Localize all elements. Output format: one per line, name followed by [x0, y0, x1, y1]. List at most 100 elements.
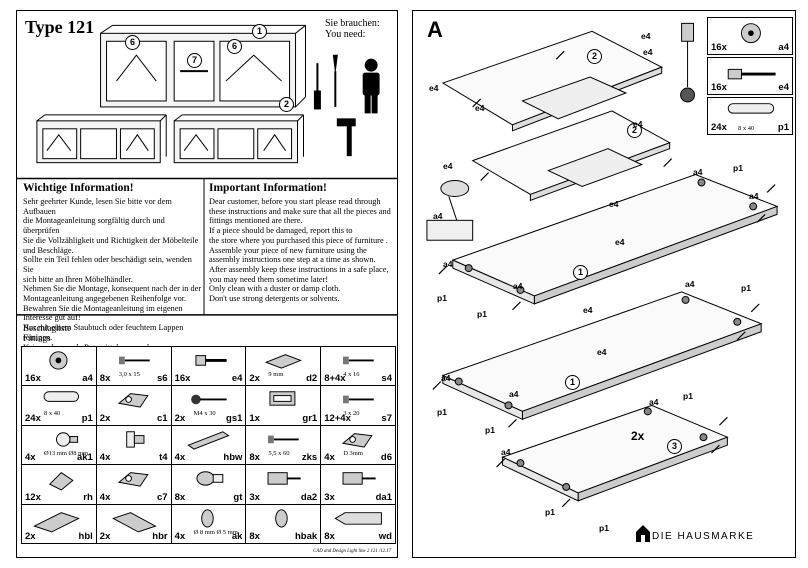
wall-plug-icon [275, 508, 289, 528]
info-line: If a piece should be damaged, report thi… [209, 226, 353, 236]
label-a4: a4 [501, 447, 511, 457]
label-p1: p1 [485, 425, 495, 435]
label-e4: e4 [609, 199, 619, 209]
fitting-dimension: Ø 8 mm Ø 5 mm [193, 528, 238, 536]
cam-bolt-icon [727, 68, 776, 80]
damper-icon [267, 472, 302, 485]
part-2-bottom: 2 [627, 123, 642, 138]
cam-lock-icon [741, 23, 761, 44]
screw-icon [343, 356, 374, 365]
you-need-label: Sie brauchen: You need: [325, 18, 380, 40]
fitting-qty: 4x [324, 452, 335, 464]
fitting-qty: 4x [99, 491, 111, 503]
info-text-de: Sehr geehrter Kunde, lesen Sie bitte vor… [23, 197, 203, 352]
label-e4: e4 [633, 119, 643, 129]
fitting-code: c1 [157, 412, 168, 424]
damper-icon [342, 472, 376, 485]
label-p1: p1 [545, 507, 555, 517]
wall-anchor-icon [334, 511, 383, 525]
screw-icon [118, 356, 150, 365]
cam-lock-icon [49, 351, 68, 370]
info-line: sich bitte an Ihren Möbelhändler. [23, 274, 133, 284]
hinge-icon [117, 393, 149, 409]
label-a4: a4 [693, 167, 703, 177]
fitting-qty: 2x [99, 412, 111, 424]
fitting-code: zks [301, 452, 318, 464]
label-p1: p1 [437, 407, 447, 417]
handle-icon [269, 391, 296, 407]
label-e4: e4 [443, 161, 453, 171]
glass-clip-icon [196, 471, 223, 486]
fitting-qty: 1x [249, 412, 260, 424]
label-a4: a4 [513, 281, 523, 291]
fitting-qty: 24x [25, 412, 41, 424]
fitting-qty: 8x [324, 530, 335, 542]
fitting-qty: 2x [249, 373, 260, 385]
fitting-code: gt [233, 491, 243, 503]
label-e4: e4 [429, 83, 439, 93]
callout-7: 7 [187, 53, 202, 68]
fitting-code: c7 [157, 491, 168, 503]
fitting-dimension: D 3mm [343, 449, 363, 457]
hanging-rail-icon [186, 431, 230, 450]
fitting-dimension: M4 x 30 [193, 410, 216, 418]
info-line: reinigen. [23, 332, 53, 342]
fitting-dimension: 8 x 40 [44, 410, 61, 418]
callout-1: 1 [252, 24, 267, 39]
label-e4: e4 [475, 103, 485, 113]
fitting-code: s6 [157, 373, 168, 385]
screw-icon [268, 435, 300, 444]
dowel-icon [43, 391, 80, 403]
label-a4: a4 [509, 389, 519, 399]
label-p1: p1 [477, 309, 487, 319]
label-p1: p1 [437, 293, 447, 303]
label-a4: a4 [685, 279, 695, 289]
fitting-code: s7 [381, 412, 392, 424]
hanging-bracket-right-icon [111, 511, 157, 532]
info-line: Sie die Vollzähligkeit und Richtigkeit d… [23, 235, 199, 245]
info-line: Montageanleitung angegebenen Reihenfolge… [23, 294, 187, 304]
part-2-top: 2 [587, 49, 602, 64]
fitting-code: ak [231, 530, 243, 542]
fitting-dimension: 5,5 x 60 [268, 449, 290, 457]
fitting-qty: 8x [249, 452, 260, 464]
info-line: die Montageanleitung sorgfältig durch un… [23, 216, 165, 236]
info-line: Dear customer, before you start please r… [209, 197, 381, 206]
fitting-cell-c7: 4x c7 [95, 464, 172, 505]
info-heading-en: Important Information! [209, 182, 327, 194]
label-e4: e4 [583, 305, 593, 315]
info-line: Nur mit einem Staubtuch oder feuchtem La… [23, 323, 184, 333]
panel-3-qty: 2x [631, 429, 645, 443]
label-e4: e4 [597, 347, 607, 357]
fitting-qty: 2x [99, 530, 111, 542]
info-line: Sehr geehrter Kunde, lesen Sie bitte vor… [23, 197, 172, 216]
part-1-lower: 1 [565, 375, 580, 390]
part-3: 3 [667, 439, 682, 454]
key-dowel: 24x 8 x 40 p1 [707, 97, 793, 135]
fitting-code: d2 [306, 373, 318, 385]
fitting-qty: 3x [249, 491, 260, 503]
fitting-code: gs1 [226, 412, 243, 424]
fitting-qty: 16x [25, 373, 41, 385]
info-line: Sollte ein Teil fehlen oder beschädigt s… [23, 255, 192, 274]
info-line: Assemble your piece of new furniture usi… [209, 245, 367, 255]
fitting-code: hbl [78, 530, 93, 542]
fitting-qty: 4x [174, 530, 186, 542]
fitting-qty: 2x [25, 530, 36, 542]
fitting-code: wd [378, 530, 392, 542]
fitting-dimension: Ø13 mm Ø8 mm [44, 449, 89, 457]
fittings-heading: Beschlagliste Fittings [23, 323, 71, 343]
fitting-cell-zks: 8x zks 5,5 x 60 [245, 424, 322, 466]
